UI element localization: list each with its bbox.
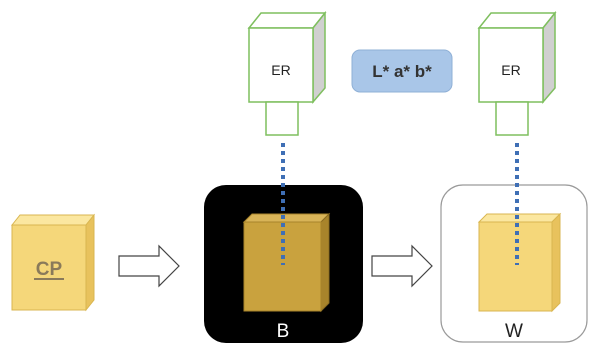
- colorimeter-right-top: [477, 12, 557, 29]
- white-sample-face: [478, 221, 553, 312]
- white-sample-top: [477, 213, 562, 223]
- cp-sample-face: [11, 224, 87, 311]
- colorimeter-left-lens: [265, 101, 299, 136]
- colorimeter-left-top: [247, 12, 327, 29]
- lab-badge-box: [351, 49, 453, 93]
- cp-sample-top: [10, 214, 96, 226]
- lab-badge: L* a* b*: [351, 49, 453, 93]
- colorimeter-left-label: ER: [271, 62, 290, 78]
- colorimeter-right: ER: [477, 10, 557, 136]
- colorimeter-right-label: ER: [501, 62, 520, 78]
- dark-sample-face: [243, 221, 322, 312]
- colorimeter-left: ER: [247, 10, 327, 136]
- black-tile-label: B: [277, 321, 290, 342]
- dark-sample-top: [242, 213, 331, 223]
- cp-sample-label: CP: [36, 259, 63, 280]
- lab-badge-label: L* a* b*: [372, 62, 432, 81]
- dark-sample-side: [320, 212, 330, 313]
- colorimeter-right-body: [478, 27, 544, 103]
- colorimeter-right-side: [542, 10, 556, 105]
- colorimeter-left-body: [248, 27, 314, 103]
- white-sample-side: [551, 212, 561, 313]
- white-background-tile: W: [440, 184, 588, 343]
- arrow-right-2: [371, 244, 433, 288]
- black-background-tile: B: [204, 185, 363, 343]
- cp-sample-side: [85, 213, 95, 312]
- arrow-right-1: [118, 244, 180, 288]
- colorimeter-left-side: [312, 10, 326, 105]
- white-tile-label: W: [505, 321, 523, 342]
- cp-sample: CP: [10, 213, 96, 312]
- colorimeter-right-lens: [495, 101, 529, 136]
